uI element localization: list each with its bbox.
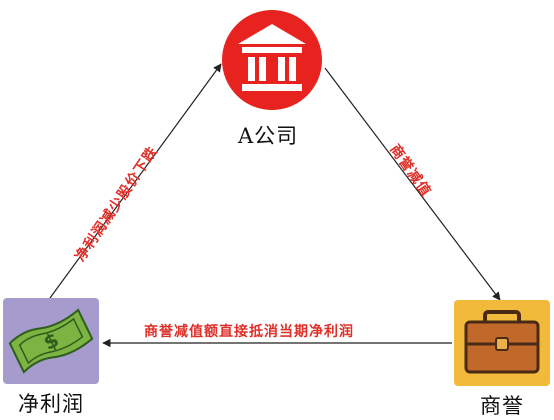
edge-label-goodwill-to-profit: 商誉减值额直接抵消当期净利润 — [144, 324, 354, 340]
briefcase-icon — [454, 300, 550, 386]
goodwill-label: 商誉 — [480, 394, 524, 418]
net-profit-label: 净利润 — [18, 392, 84, 416]
money-icon: $ — [3, 298, 99, 384]
company-label: A公司 — [238, 124, 299, 148]
arrow-company-to-goodwill — [324, 67, 501, 301]
arrow-profit-to-company — [49, 63, 222, 299]
bank-icon — [222, 10, 322, 110]
